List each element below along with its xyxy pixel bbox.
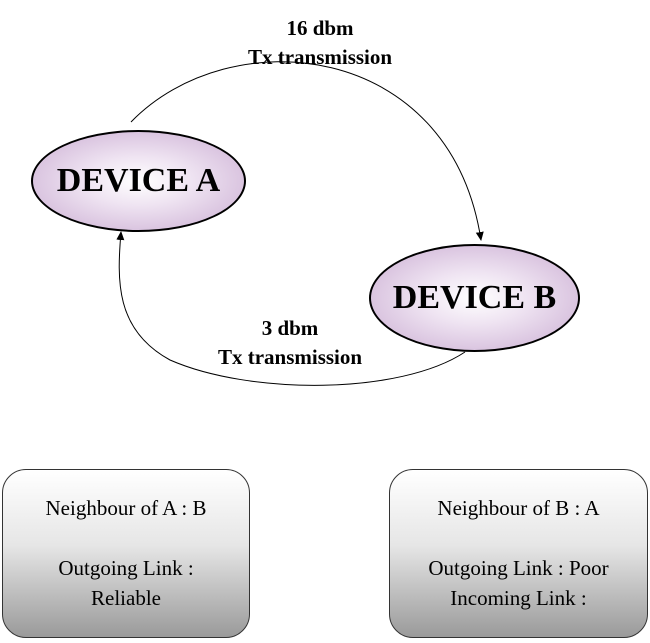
link-a-to-b-label: 16 dbm Tx transmission bbox=[220, 14, 420, 72]
device-b-node: DEVICE B bbox=[369, 244, 580, 352]
link-a-to-b-power: 16 dbm bbox=[286, 16, 354, 40]
link-b-to-a-power: 3 dbm bbox=[261, 316, 319, 340]
device-b-neighbour-text: Neighbour of B : A bbox=[437, 496, 600, 520]
device-b-outgoing-text: Outgoing Link : Poor bbox=[428, 556, 609, 580]
device-b-info-box: Neighbour of B : A Outgoing Link : Poor … bbox=[389, 469, 648, 638]
device-a-info-box: Neighbour of A : B Outgoing Link : Relia… bbox=[2, 469, 250, 638]
device-a-label: DEVICE A bbox=[56, 162, 221, 199]
device-a-node: DEVICE A bbox=[31, 130, 246, 232]
link-a-to-b-mode: Tx transmission bbox=[247, 45, 393, 69]
device-b-incoming-text: Incoming Link : bbox=[450, 586, 587, 610]
link-a-to-b-arrow bbox=[130, 61, 484, 241]
link-b-to-a-label: 3 dbm Tx transmission bbox=[190, 314, 390, 372]
device-a-outgoing-label: Outgoing Link : bbox=[58, 556, 194, 580]
link-b-to-a-mode: Tx transmission bbox=[217, 345, 363, 369]
link-b-to-a-arrow bbox=[116, 231, 466, 386]
device-a-outgoing-value: Reliable bbox=[91, 586, 161, 610]
device-b-label: DEVICE B bbox=[392, 279, 557, 316]
device-a-neighbour-text: Neighbour of A : B bbox=[45, 496, 207, 520]
